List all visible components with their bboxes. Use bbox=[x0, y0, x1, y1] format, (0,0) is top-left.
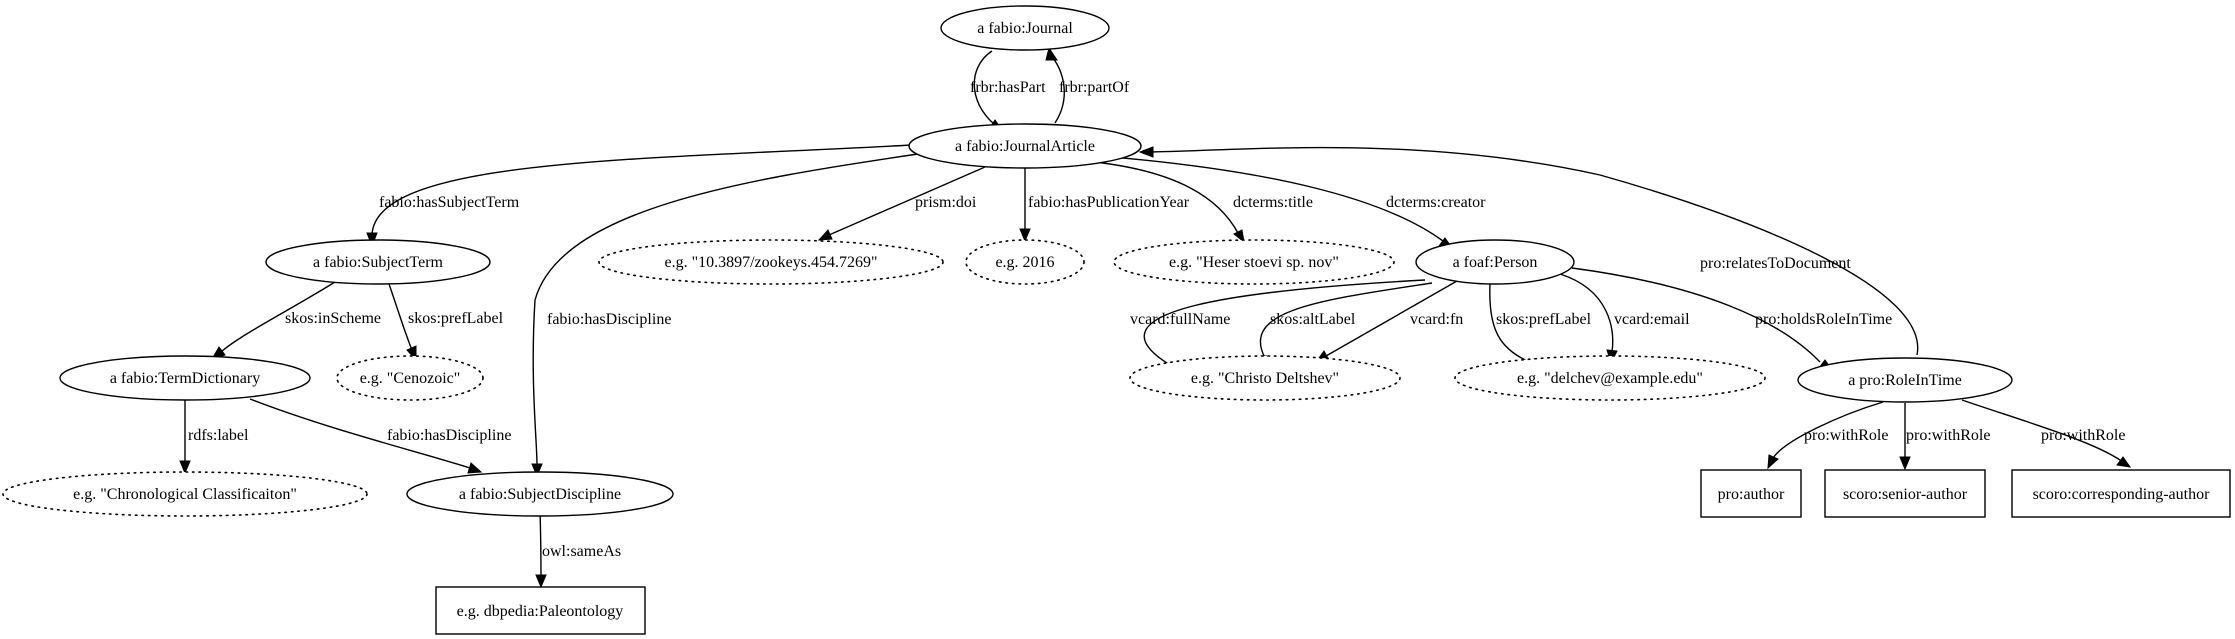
node-cenozoic-example: e.g. "Cenozoic" bbox=[336, 355, 484, 401]
node-senior-author: scoro:senior-author bbox=[1824, 469, 1986, 518]
node-subject-discipline: a fabio:SubjectDiscipline bbox=[406, 471, 674, 517]
edge-label-part-of: frbr:partOf bbox=[1059, 79, 1130, 96]
edge-label-creator: dcterms:creator bbox=[1386, 194, 1486, 211]
edge-label-email: vcard:email bbox=[1614, 311, 1690, 328]
node-label-senior-author: scoro:senior-author bbox=[1843, 486, 1968, 503]
node-label-person: a foaf:Person bbox=[1453, 254, 1538, 271]
node-year-example: e.g. 2016 bbox=[965, 239, 1085, 285]
node-pro-author: pro:author bbox=[1700, 469, 1802, 518]
edge-label-alt-label: skos:altLabel bbox=[1270, 311, 1356, 328]
node-label-term-dictionary: a fabio:TermDictionary bbox=[110, 370, 260, 387]
edge-in-scheme: skos:inScheme bbox=[210, 281, 381, 360]
edge-label-pref-label-person: skos:prefLabel bbox=[1496, 311, 1592, 328]
node-doi-example: e.g. "10.3897/zookeys.454.7269" bbox=[598, 239, 944, 285]
node-label-doi-example: e.g. "10.3897/zookeys.454.7269" bbox=[664, 254, 877, 271]
edge-has-subject-term: fabio:hasSubjectTerm bbox=[366, 144, 913, 248]
edge-with-role-3: pro:withRole bbox=[1961, 399, 2132, 468]
edge-alt-label: skos:altLabel bbox=[1259, 282, 1433, 370]
edge-label-full-name: vcard:fullName bbox=[1130, 311, 1230, 328]
node-label-journal-article: a fabio:JournalArticle bbox=[955, 138, 1095, 155]
node-journal: a fabio:Journal bbox=[940, 5, 1110, 51]
edge-rdfs-label: rdfs:label bbox=[179, 399, 249, 475]
node-label-chronological-example: e.g. "Chronological Classificaiton" bbox=[73, 486, 297, 503]
edge-pref-label-person: skos:prefLabel bbox=[1489, 283, 1592, 369]
node-label-corresponding-author: scoro:corresponding-author bbox=[2033, 486, 2211, 503]
node-label-year-example: e.g. 2016 bbox=[995, 254, 1054, 271]
edge-label-same-as: owl:sameAs bbox=[542, 543, 621, 560]
node-label-title-example: e.g. "Heser stoevi sp. nov" bbox=[1169, 254, 1339, 271]
node-label-pro-author: pro:author bbox=[1718, 486, 1785, 503]
edge-label-has-discipline-dictionary: fabio:hasDiscipline bbox=[387, 427, 511, 444]
edge-has-discipline-dictionary: fabio:hasDiscipline bbox=[249, 398, 511, 474]
node-journal-article: a fabio:JournalArticle bbox=[908, 123, 1142, 169]
edge-label-with-role-3: pro:withRole bbox=[2041, 427, 2125, 444]
edge-with-role-2: pro:withRole bbox=[1899, 403, 1990, 471]
node-label-dbpedia-example: e.g. dbpedia:Paleontology bbox=[457, 603, 624, 620]
node-label-email-example: e.g. "delchev@example.edu" bbox=[1517, 370, 1703, 387]
edge-label-doi: prism:doi bbox=[915, 194, 977, 211]
edge-pref-label-term: skos:prefLabel bbox=[388, 283, 504, 362]
node-role-in-time: a pro:RoleInTime bbox=[1797, 357, 2013, 403]
edge-label-has-discipline-article: fabio:hasDiscipline bbox=[547, 311, 671, 328]
edge-relates-to-document: pro:relatesToDocument bbox=[1138, 146, 1919, 356]
node-label-name-example: e.g. "Christo Deltshev" bbox=[1191, 370, 1339, 387]
node-name-example: e.g. "Christo Deltshev" bbox=[1129, 355, 1401, 401]
node-email-example: e.g. "delchev@example.edu" bbox=[1454, 355, 1766, 401]
edge-label-has-subject-term: fabio:hasSubjectTerm bbox=[379, 194, 520, 211]
node-person: a foaf:Person bbox=[1415, 239, 1575, 285]
edge-has-part: frbr:hasPart bbox=[970, 50, 1046, 131]
edge-label-pref-label-term: skos:prefLabel bbox=[408, 310, 504, 327]
node-label-journal: a fabio:Journal bbox=[977, 20, 1073, 37]
edge-label-rdfs-label: rdfs:label bbox=[188, 427, 249, 444]
node-chronological-example: e.g. "Chronological Classificaiton" bbox=[2, 471, 368, 517]
edge-label-in-scheme: skos:inScheme bbox=[285, 310, 381, 327]
edge-same-as: owl:sameAs bbox=[535, 509, 621, 589]
edges: frbr:hasPart frbr:partOf fabio:hasSubjec… bbox=[179, 46, 2132, 589]
edge-label-with-role-2: pro:withRole bbox=[1906, 427, 1990, 444]
nodes: a fabio:Journal a fabio:JournalArticle a… bbox=[2, 5, 2231, 635]
node-label-subject-discipline: a fabio:SubjectDiscipline bbox=[459, 486, 621, 503]
node-dbpedia-example: e.g. dbpedia:Paleontology bbox=[435, 586, 646, 635]
edge-doi: prism:doi bbox=[817, 166, 986, 241]
node-label-role-in-time: a pro:RoleInTime bbox=[1848, 372, 1962, 389]
edge-publication-year: fabio:hasPublicationYear bbox=[1019, 167, 1190, 243]
edge-part-of: frbr:partOf bbox=[1045, 46, 1130, 124]
node-term-dictionary: a fabio:TermDictionary bbox=[59, 355, 311, 401]
edge-with-role-1: pro:withRole bbox=[1767, 401, 1888, 470]
node-label-subject-term: a fabio:SubjectTerm bbox=[313, 254, 444, 271]
edge-label-holds-role-in-time: pro:holdsRoleInTime bbox=[1755, 311, 1892, 328]
node-label-cenozoic-example: e.g. "Cenozoic" bbox=[360, 370, 461, 387]
edge-label-title: dcterms:title bbox=[1233, 194, 1313, 211]
edge-has-discipline-article: fabio:hasDiscipline bbox=[531, 153, 919, 478]
node-title-example: e.g. "Heser stoevi sp. nov" bbox=[1113, 239, 1395, 285]
edge-creator: dcterms:creator bbox=[1111, 156, 1486, 249]
node-corresponding-author: scoro:corresponding-author bbox=[2011, 469, 2231, 518]
edge-label-has-part: frbr:hasPart bbox=[970, 79, 1046, 96]
node-subject-term: a fabio:SubjectTerm bbox=[265, 239, 491, 285]
edge-title: dcterms:title bbox=[1084, 160, 1313, 244]
edge-label-relates-to-document: pro:relatesToDocument bbox=[1700, 255, 1851, 272]
edge-label-fn: vcard:fn bbox=[1410, 311, 1463, 328]
edge-label-with-role-1: pro:withRole bbox=[1804, 427, 1888, 444]
edge-label-publication-year: fabio:hasPublicationYear bbox=[1028, 194, 1190, 211]
